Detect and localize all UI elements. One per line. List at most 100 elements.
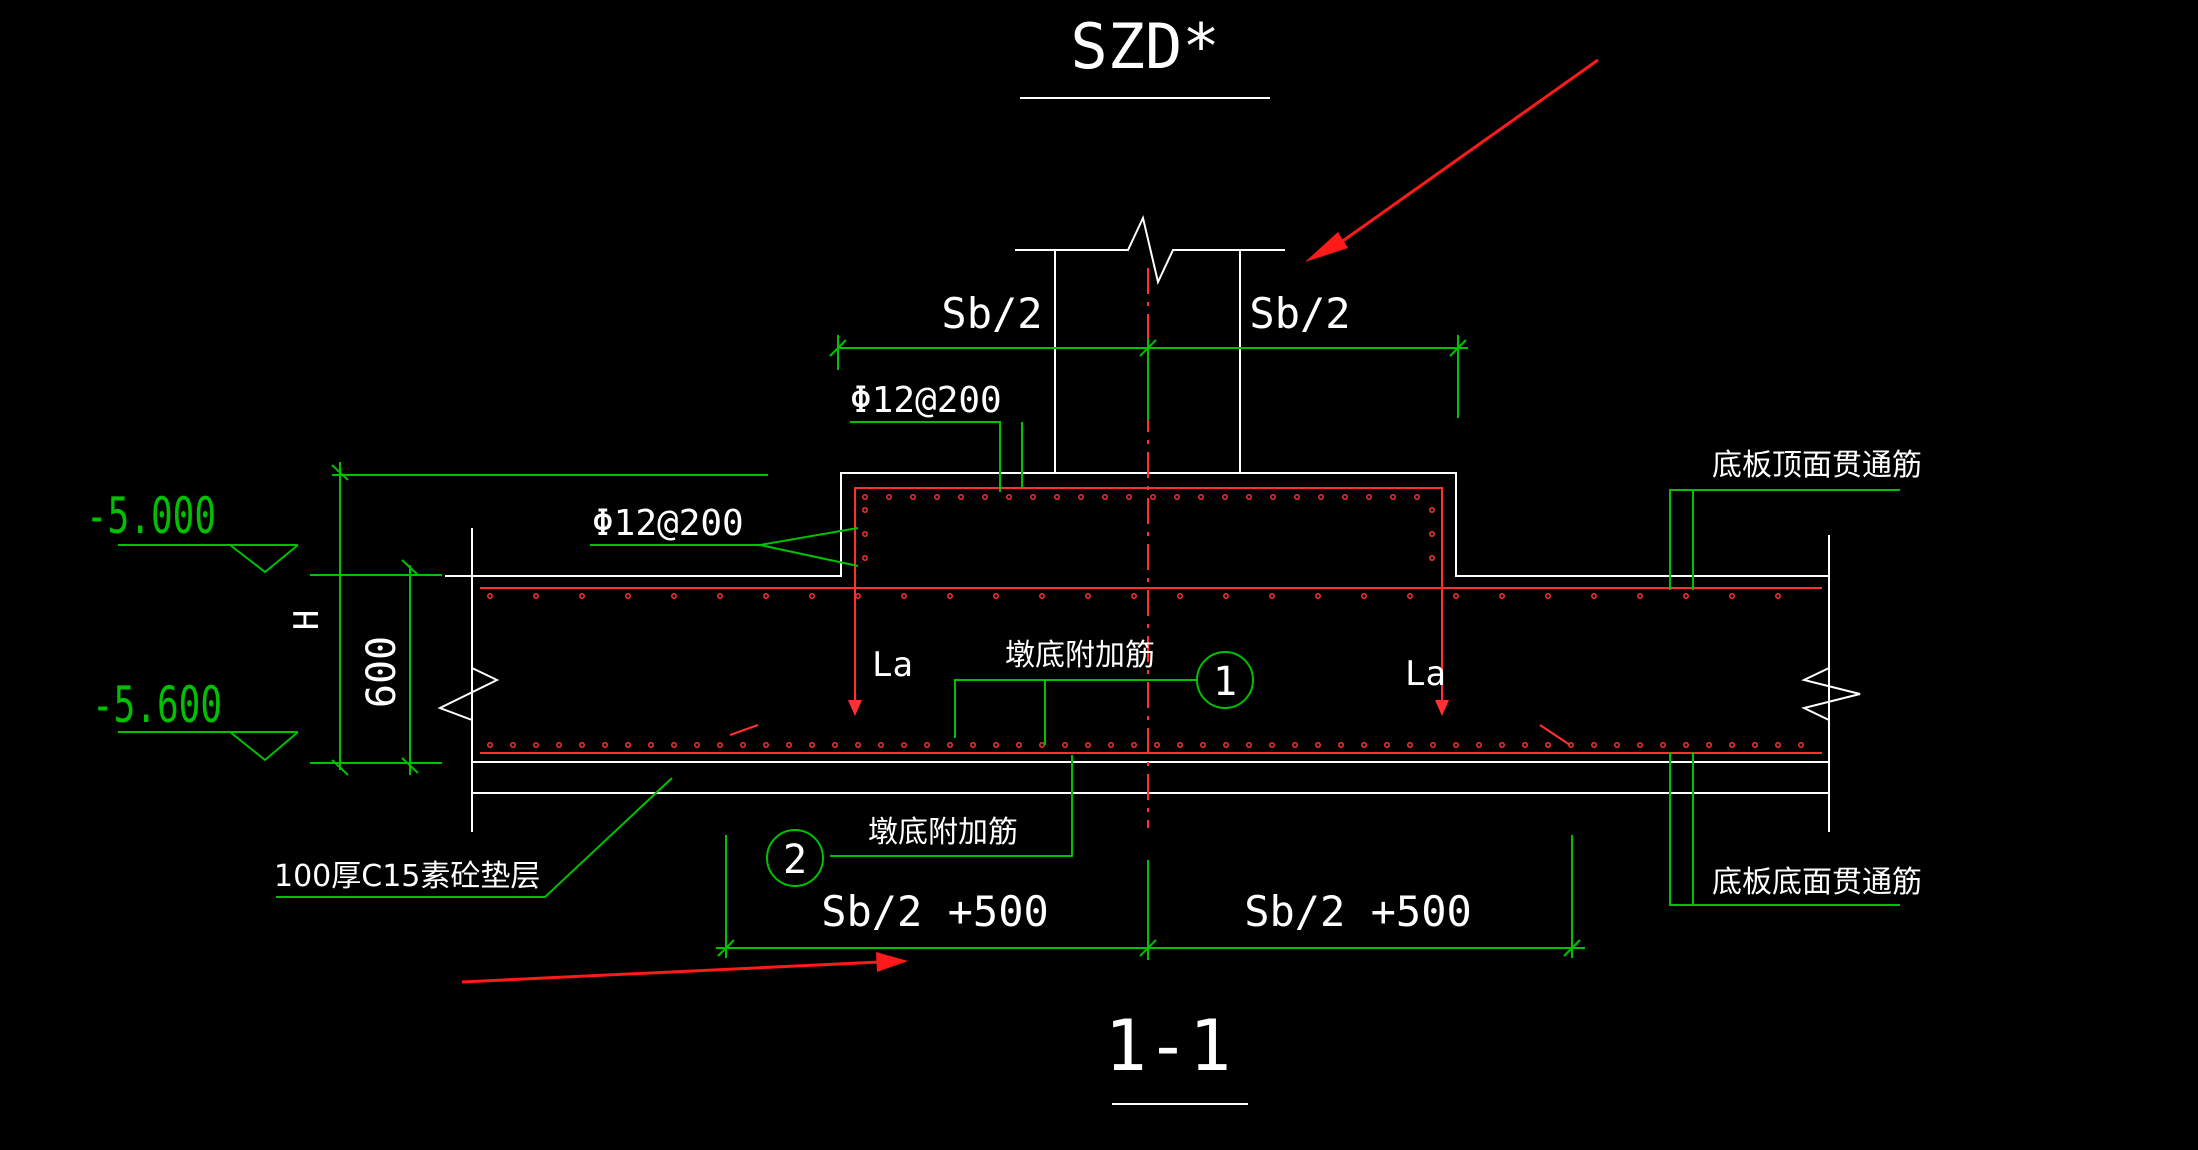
rebar-dot xyxy=(1545,742,1551,748)
rebar-dot xyxy=(1545,593,1551,599)
rebar-dot xyxy=(1222,494,1228,500)
rebar-dot xyxy=(786,742,792,748)
rebar-dot xyxy=(1016,742,1022,748)
rebar-dot xyxy=(763,593,769,599)
base-top-through-label: 底板顶面贯通筋 xyxy=(1712,448,1922,483)
rebar-dot xyxy=(1752,742,1758,748)
rebar-dot xyxy=(1315,593,1321,599)
section-label: 1-1 xyxy=(1105,1005,1231,1087)
rebar-dot xyxy=(1030,494,1036,500)
rebar-dot xyxy=(1270,494,1276,500)
rebar-dot xyxy=(1315,742,1321,748)
rebar-dot xyxy=(924,742,930,748)
rebar-dot xyxy=(1798,742,1804,748)
rebar-dot xyxy=(947,593,953,599)
rebar-dot xyxy=(1429,507,1435,513)
marker-1-label: 1 xyxy=(1213,659,1237,705)
rebar-dot xyxy=(901,593,907,599)
rebar-dot xyxy=(1102,494,1108,500)
marker-circle-2 xyxy=(766,829,824,887)
rebar-dot xyxy=(982,494,988,500)
rebar-dot xyxy=(1246,742,1252,748)
rebar-dot xyxy=(1591,593,1597,599)
rebar-dot xyxy=(1150,494,1156,500)
rebar-dot xyxy=(1174,494,1180,500)
rebar-dot xyxy=(958,494,964,500)
rebar-dot xyxy=(1292,742,1298,748)
rebar-side-label: Φ12@200 xyxy=(592,503,744,544)
rebar-dot xyxy=(886,494,892,500)
cushion-label: 100厚C15素砼垫层 xyxy=(274,859,540,894)
rebar-dot xyxy=(1269,593,1275,599)
rebar-dot xyxy=(717,742,723,748)
drawing-title: SZD* xyxy=(1070,10,1219,83)
rebar-dot xyxy=(1062,742,1068,748)
la-right-label: La xyxy=(1405,654,1446,694)
rebar-dot xyxy=(1154,742,1160,748)
annotation-arrow-bottom xyxy=(461,952,908,984)
rebar-dot xyxy=(1039,593,1045,599)
rebar-dot xyxy=(1200,742,1206,748)
break-mark-left xyxy=(437,667,500,721)
rebar-dot xyxy=(809,742,815,748)
rebar-dot xyxy=(533,742,539,748)
break-mark-right xyxy=(1801,667,1861,721)
rebar-dot xyxy=(510,742,516,748)
rebar-dot xyxy=(1729,593,1735,599)
pier-bottom-extra-label-1: 墩底附加筋 xyxy=(1005,638,1155,673)
rebar-dot xyxy=(625,593,631,599)
rebar-dot xyxy=(993,593,999,599)
annotation-arrow-top xyxy=(1305,58,1599,262)
rebar-dot xyxy=(1126,494,1132,500)
rebar-dot xyxy=(1499,593,1505,599)
rebar-dot xyxy=(855,742,861,748)
rebar-dot xyxy=(740,742,746,748)
elevation-top-label: -5.000 xyxy=(86,487,216,545)
rebar-dot xyxy=(1338,742,1344,748)
rebar-dot xyxy=(1499,742,1505,748)
rebar-dot xyxy=(1054,494,1060,500)
elevation-bottom-label: -5.600 xyxy=(92,676,222,734)
rebar-dot xyxy=(1198,494,1204,500)
rebar-dot xyxy=(1006,494,1012,500)
rebar-dot xyxy=(487,593,493,599)
rebar-dot xyxy=(648,742,654,748)
rebar-dot xyxy=(1453,593,1459,599)
rebar-dot xyxy=(717,593,723,599)
rebar-dot xyxy=(1637,742,1643,748)
rebar-dot xyxy=(1342,494,1348,500)
rebar-dot xyxy=(970,742,976,748)
pier-bottom-extra-label-2: 墩底附加筋 xyxy=(868,815,1018,850)
rebar-dot xyxy=(671,742,677,748)
rebar-dot xyxy=(1660,742,1666,748)
rebar-dot xyxy=(1414,494,1420,500)
rebar-dot xyxy=(533,593,539,599)
base-bottom-through-label: 底板底面贯通筋 xyxy=(1712,865,1922,900)
rebar-dot xyxy=(934,494,940,500)
rebar-dot xyxy=(763,742,769,748)
rebar-dot xyxy=(1430,742,1436,748)
rebar-dots xyxy=(487,494,1804,748)
rebar-dot xyxy=(862,555,868,561)
rebar-dot xyxy=(1177,593,1183,599)
rebar-dot xyxy=(901,742,907,748)
rebar-dot xyxy=(694,742,700,748)
rebar-dot xyxy=(1269,742,1275,748)
rebar-dot xyxy=(947,742,953,748)
rebar-dot xyxy=(1637,593,1643,599)
rebar-dot xyxy=(1384,742,1390,748)
dim-h-label: H xyxy=(287,610,327,630)
rebar-dot xyxy=(1318,494,1324,500)
marker-2-label: 2 xyxy=(783,837,807,883)
rebar-dot xyxy=(625,742,631,748)
rebar-dot xyxy=(1683,593,1689,599)
rebar-dot xyxy=(1039,742,1045,748)
rebar-dot xyxy=(993,742,999,748)
rebar-dot xyxy=(1429,555,1435,561)
column-outline xyxy=(1015,214,1285,473)
sb-half-right-label: Sb/2 xyxy=(1249,289,1350,338)
rebar-dot xyxy=(1246,494,1252,500)
rebar-dot xyxy=(556,742,562,748)
rebar-dot xyxy=(671,593,677,599)
rebar-dot xyxy=(1775,593,1781,599)
